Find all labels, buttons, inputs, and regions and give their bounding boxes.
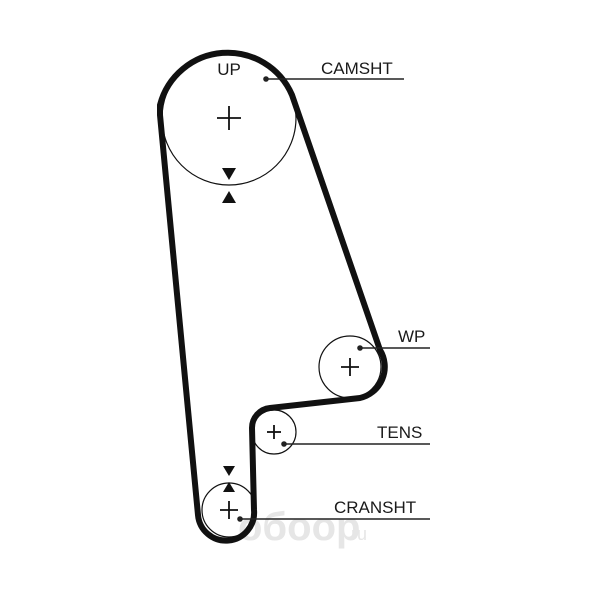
water-pump-pulley: [318, 335, 382, 399]
watermark-domain: .ru: [346, 524, 367, 544]
watermark: обоор .ru: [238, 505, 367, 549]
tensioner-label: TENS: [377, 423, 422, 442]
water-pump-label: WP: [398, 327, 425, 346]
tensioner-pulley: [251, 409, 297, 455]
water-pump-center-icon: [341, 358, 359, 376]
crankshaft-timing-mark-icon: [223, 466, 235, 492]
up-label: UP: [217, 60, 241, 79]
tensioner-center-icon: [267, 425, 281, 439]
crankshaft-center-icon: [220, 501, 238, 519]
timing-belt: [157, 49, 388, 544]
camshaft-pulley: [161, 50, 297, 203]
watermark-brand: обоор: [238, 505, 360, 549]
leader-lines: [237, 76, 430, 522]
crankshaft-pulley: [201, 466, 257, 538]
crankshaft-label: CRANSHT: [334, 498, 416, 517]
camshaft-label: CAMSHT: [321, 59, 393, 78]
camshaft-center-icon: [217, 106, 241, 130]
camshaft-timing-mark-icon: [222, 168, 236, 203]
